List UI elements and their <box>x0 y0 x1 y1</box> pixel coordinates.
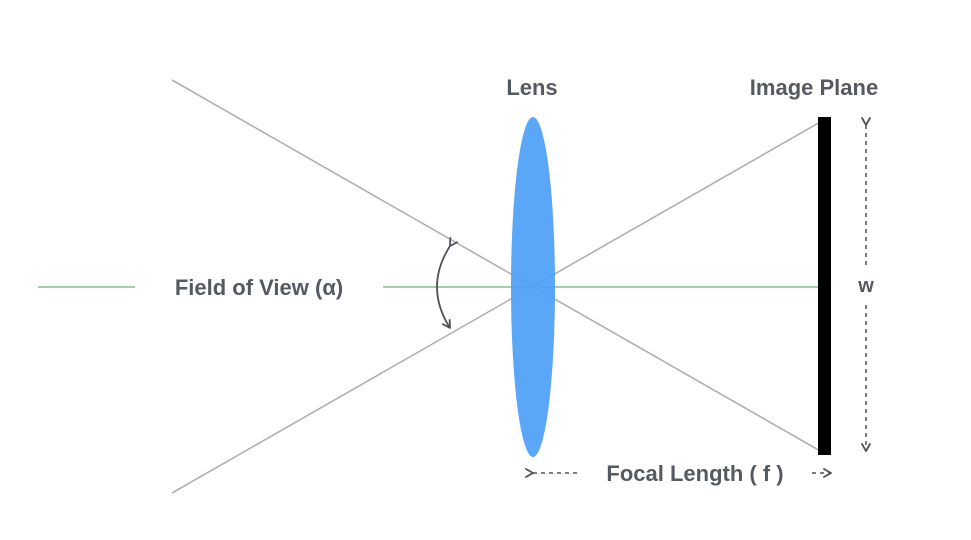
image-plane-label: Image Plane <box>750 75 878 100</box>
curved-double-arrow-icon <box>436 237 459 329</box>
ray-bottom-left-to-top-right <box>171 120 823 494</box>
ray-top-left-to-bottom-right <box>171 79 823 453</box>
lens-label: Lens <box>506 75 557 100</box>
width-label: w <box>857 275 874 297</box>
focal-length-label: Focal Length ( f ) <box>606 461 783 486</box>
image-plane-bar <box>818 117 831 455</box>
field-of-view-label: Field of View (α) <box>175 275 343 300</box>
lens-shape <box>511 117 555 457</box>
